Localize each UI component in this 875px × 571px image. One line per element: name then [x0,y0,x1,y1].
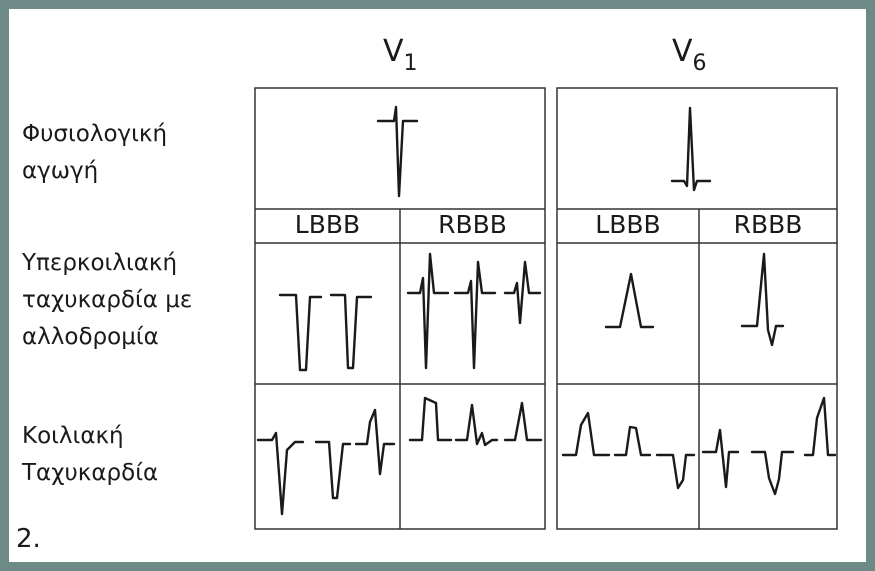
trace-vt-v1-rbbb [408,396,543,447]
header-v1-lbbb: LBBB [294,210,361,239]
trace-normal-v6 [670,106,712,192]
v6-table-border [556,87,838,530]
header-v6-lbbb: LBBB [595,210,661,239]
header-v1-rbbb: RBBB [438,210,507,239]
trace-normal-v1 [376,105,419,198]
trace-vt-v1-lbbb [256,408,396,516]
row-label-normal-conduction: Φυσιολογική αγωγή [22,121,168,184]
row-label-ventricular-tachycardia: Κοιλιακή Ταχυκαρδία [22,423,159,486]
trace-vt-v6-rbbb [701,396,837,496]
figure-number: 2. [16,524,41,554]
trace-vt-v6-lbbb [561,411,696,490]
trace-svt-v1-lbbb [278,293,373,372]
trace-svt-v6-rbbb [740,252,785,347]
lead-v1-title: V1 [383,34,418,76]
trace-svt-v1-rbbb [406,252,542,370]
trace-svt-v6-lbbb [604,272,655,329]
row-label-svt-aberrancy: Υπερκοιλιακή ταχυκαρδία με αλλοδρομία [22,250,193,350]
header-v6-rbbb: RBBB [733,210,803,239]
lead-v6-title: V6 [672,34,707,76]
